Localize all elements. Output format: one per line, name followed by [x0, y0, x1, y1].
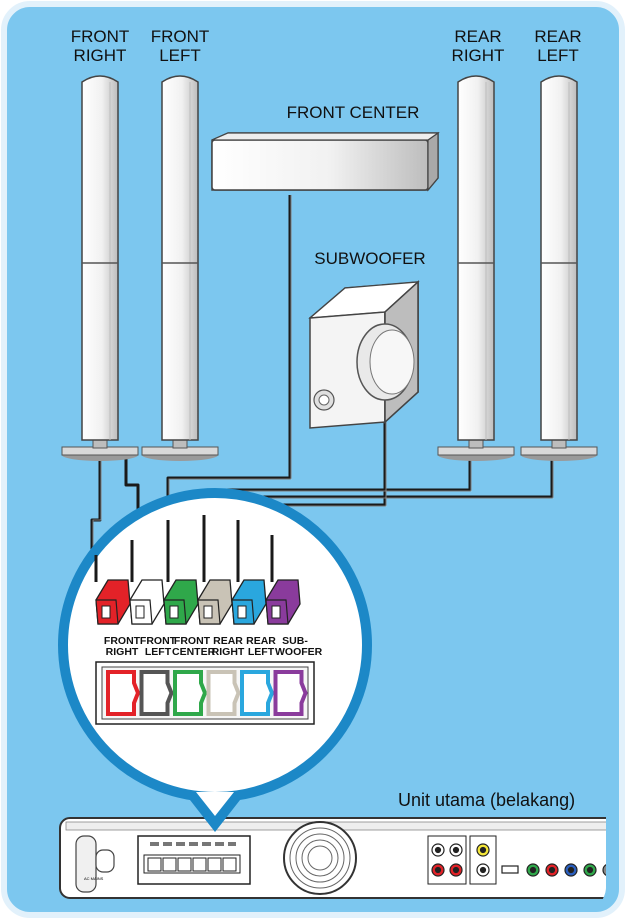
plug-label-rear-left: REAR LEFT — [246, 635, 276, 658]
front-right-label: FRONT RIGHT — [70, 27, 130, 65]
plug-label-front-right: FRONT RIGHT — [103, 635, 141, 658]
socket-front-center — [173, 670, 208, 716]
socket-subwoofer — [273, 670, 308, 716]
socket-panel — [95, 661, 315, 725]
socket-front-right — [106, 670, 141, 716]
subwoofer-speaker — [308, 280, 420, 429]
svg-text:AC MAINS: AC MAINS — [84, 876, 104, 881]
plugs — [94, 515, 274, 582]
main-unit-label: Unit utama (belakang) — [398, 790, 576, 810]
plug-label-front-center: FRONT CENTER — [172, 635, 216, 658]
front-left-speaker — [141, 75, 219, 461]
socket-rear-left — [240, 670, 275, 716]
plug-subwoofer — [265, 579, 301, 625]
front-center-speaker — [211, 131, 440, 192]
plug-label-front-left: FRONT LEFT — [139, 635, 177, 658]
rear-left-speaker — [520, 75, 598, 461]
plug-front-left — [129, 579, 165, 625]
connector-plugs — [95, 579, 301, 625]
subwoofer-label: SUBWOOFER — [314, 249, 426, 268]
socket-rear-right — [206, 670, 241, 716]
front-right-speaker — [61, 75, 139, 461]
socket-front-left — [139, 670, 174, 716]
plug-label-rear-right: REAR RIGHT — [211, 635, 245, 658]
speaker-sockets — [106, 670, 308, 716]
rear-left-label: REAR LEFT — [534, 27, 582, 65]
rear-right-label: REAR RIGHT — [451, 27, 505, 65]
plug-label-subwoofer: SUB- WOOFER — [275, 635, 323, 658]
front-center-label: FRONT CENTER — [286, 103, 420, 122]
main-unit: AC MAINS — [59, 817, 606, 899]
plug-front-center — [163, 579, 199, 625]
rear-right-speaker — [437, 75, 515, 461]
plug-rear-left — [231, 579, 267, 625]
front-left-label: FRONT LEFT — [150, 27, 210, 65]
